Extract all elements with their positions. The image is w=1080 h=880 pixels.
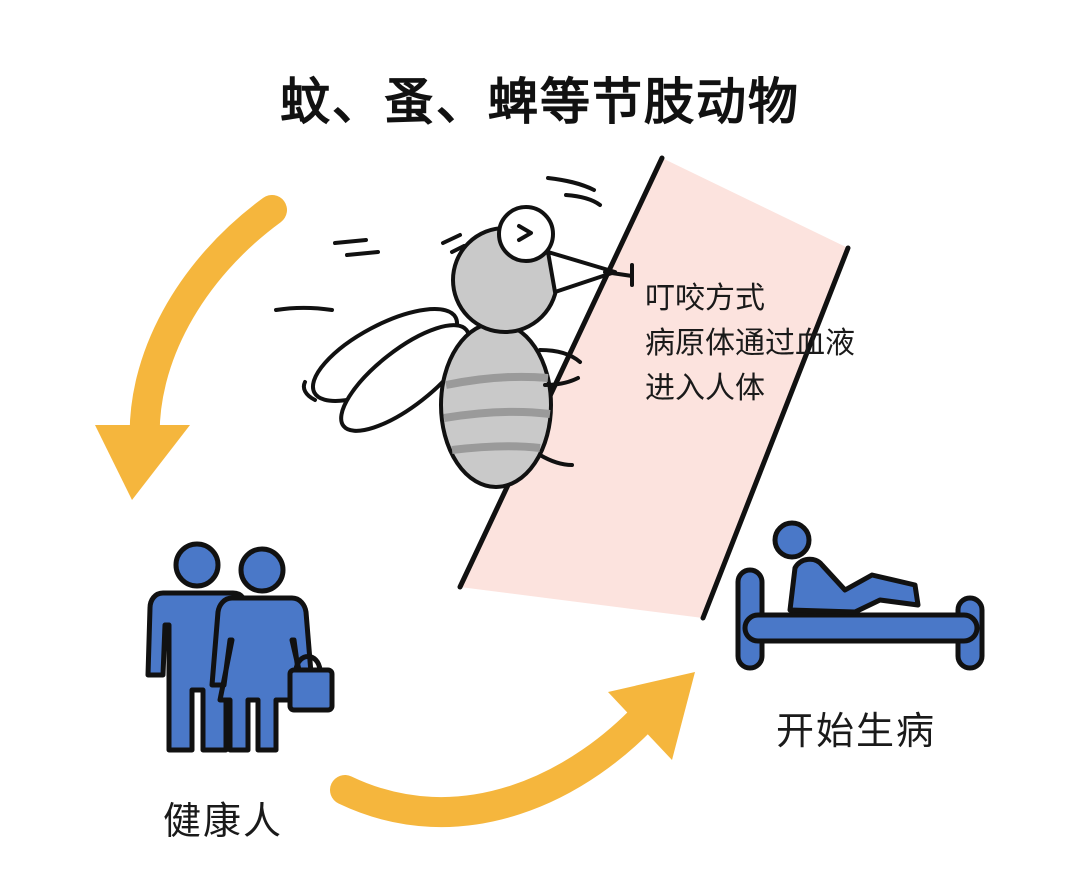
bite-note-line-2: 病原体通过血液: [645, 326, 855, 361]
mosquito-icon: [310, 205, 634, 489]
bite-note: 叮咬方式 病原体通过血液 进入人体: [645, 276, 855, 411]
sick-person-icon: [735, 520, 985, 671]
motion-lines: [274, 176, 602, 402]
arrow-down-left: [95, 195, 287, 500]
healthy-label: 健康人: [163, 799, 284, 843]
skin-strip: [457, 155, 851, 621]
bite-note-line-3: 进入人体: [645, 371, 765, 406]
bite-note-line-1: 叮咬方式: [645, 281, 765, 316]
arrow-up-right: [330, 672, 695, 827]
healthy-couple-icon: [145, 541, 335, 753]
page-title: 蚊、蚤、蜱等节肢动物: [280, 73, 800, 131]
sick-label: 开始生病: [776, 709, 937, 753]
